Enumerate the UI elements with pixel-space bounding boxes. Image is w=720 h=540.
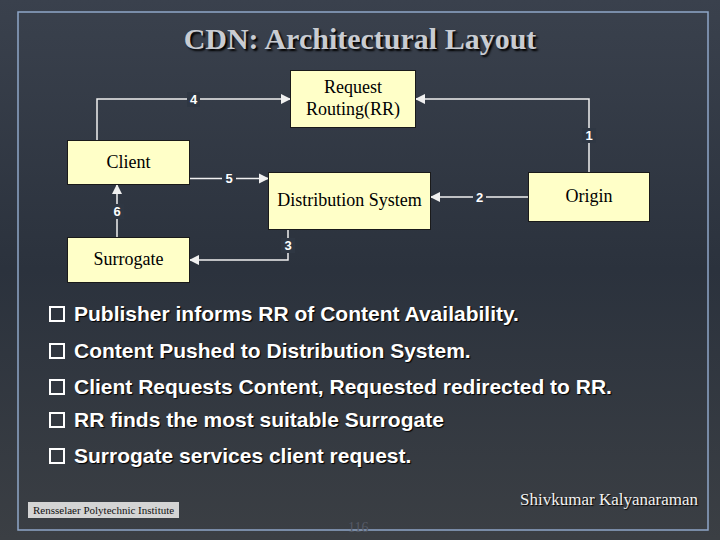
bullet-text: Client Requests Content, Requested redir… xyxy=(74,375,612,399)
box-label: Request Routing(RR) xyxy=(291,75,415,122)
callout-number: 1 xyxy=(582,128,595,143)
bullet-marks xyxy=(50,307,64,463)
slide-frame xyxy=(18,12,708,530)
bullet-text: Publisher informs RR of Content Availabi… xyxy=(74,302,519,326)
bullet-mark xyxy=(50,307,64,321)
callout-number: 5 xyxy=(222,171,235,186)
connector-arrow xyxy=(416,99,589,172)
box-label: Origin xyxy=(560,184,619,210)
callout-number: 2 xyxy=(473,190,486,205)
process-box: Surrogate xyxy=(67,237,190,283)
slide-title: CDN: Architectural Layout xyxy=(0,22,720,56)
process-box: Origin xyxy=(528,172,650,222)
bullet-mark xyxy=(50,380,64,394)
bullet-mark xyxy=(50,344,64,358)
callout-number: 6 xyxy=(110,204,123,219)
process-box: Distribution System xyxy=(268,172,431,230)
bullet-mark xyxy=(50,449,64,463)
box-label: Surrogate xyxy=(88,247,170,273)
process-box: Request Routing(RR) xyxy=(290,70,416,128)
bullet-text: RR finds the most suitable Surrogate xyxy=(74,408,444,432)
bullet-mark xyxy=(50,413,64,427)
callout-number: 4 xyxy=(187,92,200,107)
footer-institution: Rensselaer Polytechnic Institute xyxy=(28,502,179,518)
process-box: Client xyxy=(67,140,190,185)
footer-author: Shivkumar Kalyanaraman xyxy=(520,490,698,510)
box-label: Client xyxy=(101,150,157,176)
connector-arrow xyxy=(190,230,288,260)
callout-number: 3 xyxy=(281,238,294,253)
bullet-text: Content Pushed to Distribution System. xyxy=(74,339,471,363)
box-label: Distribution System xyxy=(271,188,428,214)
page-number: 116 xyxy=(348,520,368,536)
bullet-text: Surrogate services client request. xyxy=(74,444,411,468)
